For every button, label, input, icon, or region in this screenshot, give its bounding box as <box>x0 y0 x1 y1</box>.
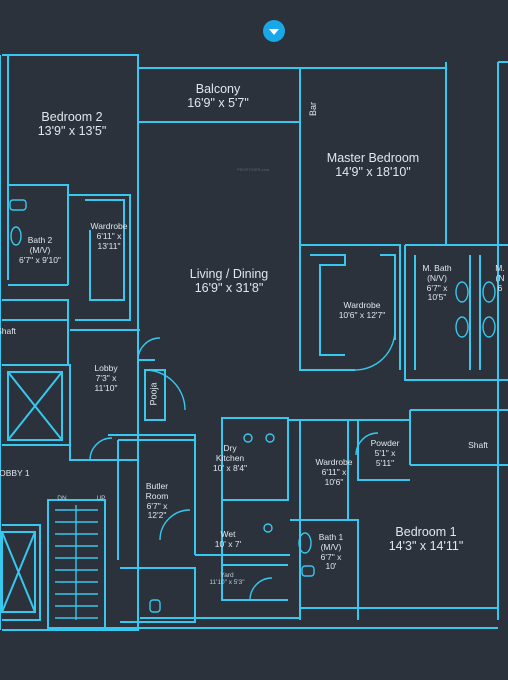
washbasin <box>10 226 22 246</box>
room-name: Master Bedroom <box>326 151 420 165</box>
room-size: 6'7" x <box>146 500 168 511</box>
door-swing <box>249 577 273 601</box>
room-wardrobe-bedroom-2: Wardrobe 6'11" x 13'11" <box>90 221 128 251</box>
room-type: (M/V) <box>29 244 51 255</box>
toilet <box>301 565 315 577</box>
room-bath-2: Bath 2 (M/V) 6'7" x 9'10" <box>19 235 61 265</box>
room-powder: Powder 5'1" x 5'11" <box>370 438 400 468</box>
room-size: 16'9" x 31'8" <box>194 281 264 296</box>
room-butler-room: Butler Room 6'7" x 12'2" <box>145 481 169 521</box>
room-bedroom-2: Bedroom 2 13'9" x 13'5" <box>38 110 107 139</box>
door-swing <box>159 509 191 541</box>
room-name: Balcony <box>195 82 241 96</box>
door-swing <box>355 432 379 456</box>
door-swing <box>89 437 113 461</box>
scroll-down-button[interactable] <box>263 20 285 42</box>
room-name: M. Bath <box>422 263 452 273</box>
room-size: 16'9" x 5'7" <box>187 96 249 111</box>
room-living-dining: Living / Dining 16'9" x 31'8" <box>190 267 269 296</box>
room-size: 12'2" <box>147 510 167 521</box>
room-type: (M/V) <box>320 541 342 552</box>
room-name: Dry <box>223 443 237 453</box>
room-size: 10'6" x 12'7" <box>338 309 386 320</box>
room-wardrobe-master: Wardrobe 10'6" x 12'7" <box>338 300 386 321</box>
room-bar: Bar <box>308 101 319 117</box>
room-name: Room <box>145 490 169 501</box>
stairs-up-label: UP <box>96 495 106 502</box>
room-size: 13'9" x 13'5" <box>37 124 107 139</box>
washbasin <box>455 316 469 338</box>
room-type: (N/V) <box>427 272 447 283</box>
room-bedroom-1: Bedroom 1 14'3" x 14'11" <box>389 525 464 554</box>
stairs-down-label: DN <box>57 495 67 502</box>
fixtures <box>9 199 496 620</box>
room-size: 6'7" x <box>426 282 448 293</box>
toilet <box>149 599 161 613</box>
room-lobby-1: LOBBY 1 <box>0 468 30 478</box>
room-pooja: Pooja <box>148 382 159 406</box>
room-shaft-left: Shaft <box>0 326 16 336</box>
room-size: 6'11" x <box>96 230 122 241</box>
room-size: 10' x 8'4" <box>212 462 248 473</box>
door-swing <box>354 329 396 371</box>
room-lobby: Lobby 7'3" x 11'10" <box>94 363 118 393</box>
washbasin <box>455 281 469 303</box>
washbasin <box>482 281 496 303</box>
watermark: PROPTIGER.com <box>237 167 270 172</box>
room-name: Lobby <box>94 363 118 373</box>
room-shaft-right: Shaft <box>468 440 488 450</box>
room-yard: Yard 11'10" x 5'3" <box>209 572 244 587</box>
room-size: 6'7" x 9'10" <box>19 254 61 265</box>
room-dry-kitchen: Dry Kitchen 10' x 8'4" <box>212 443 248 473</box>
room-size: 14'9" x 18'10" <box>335 165 411 180</box>
room-balcony: Balcony 16'9" x 5'7" <box>187 82 249 111</box>
room-name: Bedroom 2 <box>41 110 103 124</box>
room-size: 10' x 7' <box>214 538 242 549</box>
room-size: 11'10" x 5'3" <box>209 579 245 587</box>
room-name: Wardrobe <box>343 300 381 310</box>
room-size: 5'1" x <box>374 447 396 458</box>
room-name: M. <box>495 263 505 273</box>
room-bath-1: Bath 1 (M/V) 6'7" x 10' <box>318 532 344 572</box>
door-swing <box>144 369 186 411</box>
room-master-bath: M. Bath (N/V) 6'7" x 10'5" <box>422 263 452 303</box>
room-wardrobe-bedroom-1: Wardrobe 6'11" x 10'6" <box>315 457 353 487</box>
room-type: (N <box>495 272 505 283</box>
room-size: 7'3" x <box>95 372 117 383</box>
room-name: Yard <box>220 572 234 579</box>
room-size: 10'5" <box>427 292 447 303</box>
room-size: 5'11" <box>375 457 395 468</box>
room-name: Bath 2 <box>27 235 53 245</box>
chevron-down-icon <box>269 29 279 35</box>
room-name: Kitchen <box>215 452 245 463</box>
room-name: Powder <box>370 438 400 448</box>
room-name: Bedroom 1 <box>395 525 457 539</box>
room-name: Bath 1 <box>318 532 344 542</box>
room-size: 6 <box>497 282 503 293</box>
room-name: Butler <box>145 481 169 491</box>
room-size: 14'3" x 14'11" <box>388 539 464 554</box>
room-size: 6'7" x <box>320 551 342 562</box>
room-master-bath-partial: M. (N 6 <box>495 263 505 293</box>
room-wet: Wet 10' x 7' <box>214 529 242 550</box>
room-size: 13'11" <box>97 240 121 251</box>
walls <box>0 54 508 631</box>
room-name: Wardrobe <box>315 457 353 467</box>
room-name: Wardrobe <box>90 221 128 231</box>
toilet <box>9 199 27 211</box>
door-swing <box>137 337 161 361</box>
room-size: 6'11" x <box>321 466 347 477</box>
room-size: 11'10" <box>94 382 118 393</box>
room-size: 10'6" <box>324 476 344 487</box>
room-master-bedroom: Master Bedroom 14'9" x 18'10" <box>327 151 419 180</box>
room-name: Wet <box>220 529 236 539</box>
washbasin <box>482 316 496 338</box>
bathtub <box>298 532 312 554</box>
room-name: Living / Dining <box>189 267 269 281</box>
room-size: 10' <box>325 561 337 572</box>
